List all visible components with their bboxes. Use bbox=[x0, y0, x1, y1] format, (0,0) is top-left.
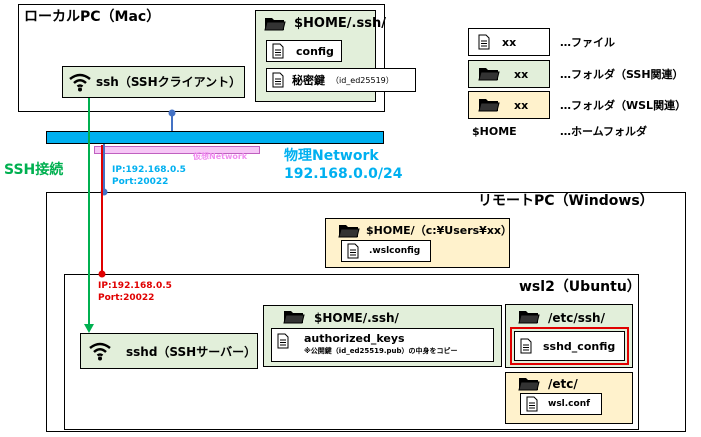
ssh-client-label: ssh（SSHクライアント） bbox=[96, 75, 242, 89]
file-icon bbox=[478, 34, 490, 50]
local-pc-title: ローカルPC（Mac） bbox=[24, 9, 161, 25]
physical-network-label: 物理Network bbox=[284, 148, 379, 164]
remote-home-folder-label: $HOME/（c:¥Users¥xx） bbox=[366, 224, 513, 237]
file-icon bbox=[272, 43, 284, 59]
file-icon bbox=[347, 243, 359, 259]
sshd-config-highlight bbox=[510, 327, 629, 365]
wsl-home-ssh-folder-label: $HOME/.ssh/ bbox=[314, 311, 399, 325]
sshd-box bbox=[80, 333, 258, 369]
virtual-network-label: 仮想Network bbox=[193, 152, 248, 161]
wifi-icon bbox=[89, 342, 111, 361]
config-file bbox=[266, 40, 342, 62]
legend-file-desc: …ファイル bbox=[560, 36, 615, 49]
remote-pc-title: リモートPC（Windows） bbox=[478, 193, 654, 209]
legend-wsl-folder-sample: xx bbox=[514, 99, 529, 112]
legend-home-desc: …ホームフォルダ bbox=[560, 125, 648, 138]
sshd-config-label: sshd_config bbox=[543, 340, 616, 353]
private-key-file bbox=[266, 68, 416, 92]
folder-icon bbox=[518, 378, 540, 391]
authorized-keys-label: authorized_keys bbox=[304, 332, 405, 345]
legend-file-sample: xx bbox=[502, 36, 517, 49]
legend-file-box bbox=[468, 28, 550, 56]
remote-pc-box bbox=[46, 192, 686, 432]
legend-wsl-folder-desc: …フォルダ（WSL関連） bbox=[560, 99, 687, 112]
file-icon bbox=[526, 396, 538, 412]
sshd-label: sshd（SSHサーバー） bbox=[126, 345, 257, 359]
remote-port-label: Port:20022 bbox=[112, 177, 169, 187]
config-file-label: config bbox=[296, 45, 334, 58]
remote-ip-label: IP:192.168.0.5 bbox=[112, 165, 186, 175]
local-ssh-folder-label: $HOME/.ssh/ bbox=[294, 16, 386, 31]
authorized-keys-note: ※公開鍵（id_ed25519.pub）の中身をコピー bbox=[304, 347, 458, 355]
legend-ssh-folder-sample: xx bbox=[514, 68, 529, 81]
wsl-link-dot bbox=[98, 270, 106, 278]
private-key-note: （id_ed25519） bbox=[331, 76, 394, 85]
wsl-port-label: Port:20022 bbox=[98, 293, 155, 303]
sshd-config-file bbox=[514, 331, 625, 361]
legend-home-term: $HOME bbox=[472, 125, 517, 138]
wsl-conf-label: wsl.conf bbox=[548, 399, 591, 409]
legend-ssh-folder-desc: …フォルダ（SSH関連） bbox=[560, 68, 684, 81]
physical-network-cidr: 192.168.0.0/24 bbox=[284, 166, 403, 182]
virtual-network-bar bbox=[94, 146, 260, 154]
folder-icon bbox=[478, 99, 500, 112]
ssh-arrow-head bbox=[84, 324, 94, 333]
folder-icon bbox=[338, 225, 360, 238]
file-icon bbox=[520, 338, 532, 354]
file-icon bbox=[277, 333, 289, 349]
physical-network-bar bbox=[46, 131, 384, 144]
folder-icon bbox=[478, 68, 500, 81]
private-key-label: 秘密鍵 bbox=[292, 74, 325, 87]
folder-icon bbox=[518, 311, 540, 324]
authorized-keys-file bbox=[271, 328, 494, 362]
wslconfig-file-label: .wslconfig bbox=[369, 246, 421, 256]
local-pc-box bbox=[18, 4, 385, 112]
wsl2-box bbox=[64, 274, 639, 430]
file-icon bbox=[272, 72, 284, 88]
ssh-connection-label: SSH接続 bbox=[4, 162, 64, 178]
folder-icon bbox=[283, 311, 305, 324]
wifi-icon bbox=[69, 73, 91, 92]
wsl-conf-file bbox=[520, 393, 602, 415]
wsl2-title: wsl2（Ubuntu） bbox=[519, 279, 641, 295]
ssh-client-box bbox=[62, 66, 245, 98]
local-pc-link-dot bbox=[168, 109, 176, 117]
wslconfig-file bbox=[341, 240, 431, 262]
wsl-ip-label: IP:192.168.0.5 bbox=[98, 281, 172, 291]
etc-ssh-folder-label: /etc/ssh/ bbox=[548, 311, 605, 325]
etc-folder-label: /etc/ bbox=[548, 377, 578, 391]
folder-icon bbox=[264, 18, 286, 31]
